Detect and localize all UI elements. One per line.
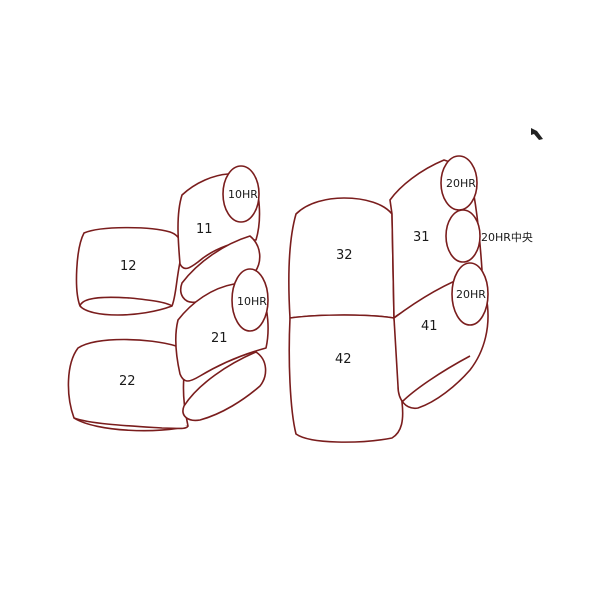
headrest-20hr-lower bbox=[451, 262, 489, 326]
label-part-42: 42 bbox=[335, 352, 352, 367]
headrest-20hr-center bbox=[445, 209, 481, 263]
label-part-21: 21 bbox=[211, 331, 228, 346]
seat-part-22-front-edge bbox=[73, 417, 189, 430]
label-headrest-10hr-upper: 10HR bbox=[228, 188, 258, 201]
label-part-41: 41 bbox=[421, 319, 438, 334]
seat-part-12-front-edge bbox=[79, 296, 173, 307]
label-part-31: 31 bbox=[413, 230, 430, 245]
label-headrest-20hr-upper: 20HR bbox=[446, 177, 476, 190]
headrest-10hr-upper bbox=[222, 165, 260, 223]
label-headrest-20hr-lower: 20HR bbox=[456, 288, 486, 301]
label-part-12: 12 bbox=[120, 259, 137, 274]
label-headrest-20hr-center: 20HR中央 bbox=[481, 231, 533, 244]
seat-part-42-cushion bbox=[288, 314, 404, 443]
seat-part-12-cushion bbox=[75, 226, 183, 316]
label-part-11: 11 bbox=[196, 222, 213, 237]
corner-mark-icon bbox=[531, 128, 543, 140]
seat-part-41-lower-curve bbox=[401, 355, 471, 403]
label-part-32: 32 bbox=[336, 248, 353, 263]
seat-part-21-side-bolster bbox=[182, 351, 267, 422]
headrest-10hr-lower bbox=[231, 268, 269, 332]
label-headrest-10hr-lower: 10HR bbox=[237, 295, 267, 308]
label-part-22: 22 bbox=[119, 374, 136, 389]
